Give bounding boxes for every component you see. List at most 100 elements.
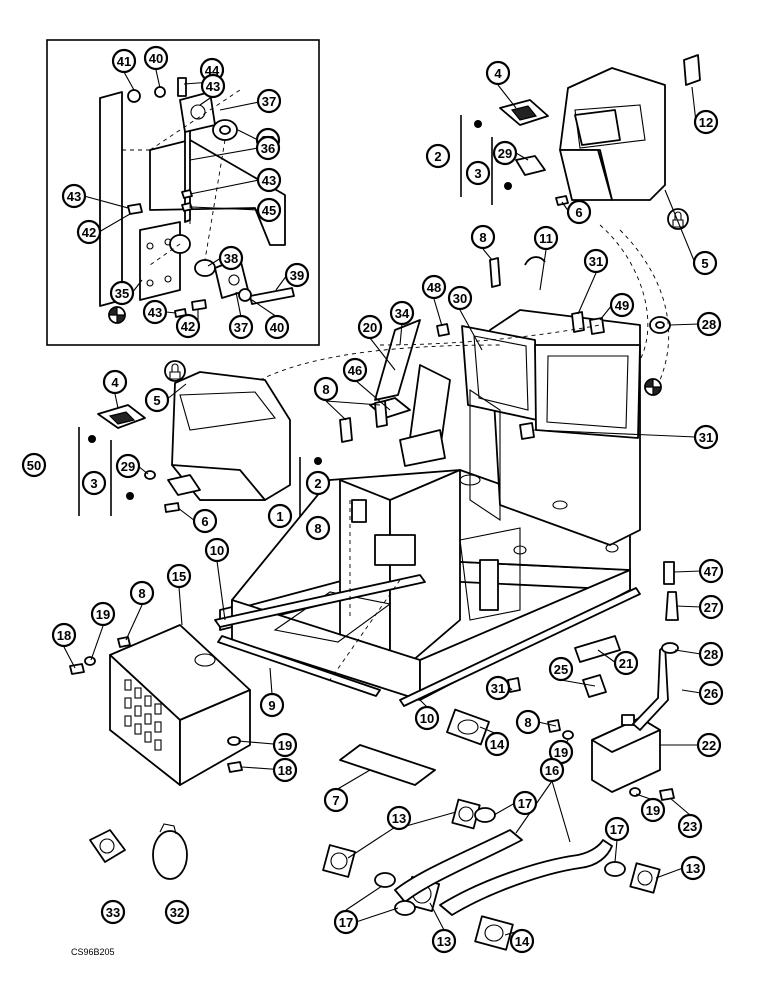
callout-circle	[421, 274, 447, 300]
callout-number: 45	[262, 203, 276, 218]
callout-number: 43	[148, 305, 162, 320]
callout-circle	[698, 641, 724, 667]
callout-circle	[696, 732, 722, 758]
callout-36: 36	[255, 135, 281, 161]
callout-circle	[414, 705, 440, 731]
callout-number: 31	[589, 254, 603, 269]
inset-bracket-assembly	[99, 77, 295, 318]
callout-circle	[264, 314, 290, 340]
inset-detail-frame	[46, 39, 320, 346]
callout-circle	[693, 424, 719, 450]
callout-circle	[333, 909, 359, 935]
callout-43: 43	[200, 73, 226, 99]
callout-number: 49	[615, 298, 629, 313]
callout-number: 7	[332, 793, 339, 808]
callout-circle	[696, 311, 722, 337]
callout-circle	[509, 928, 535, 954]
callout-25: 25	[548, 656, 574, 682]
callout-37: 37	[256, 88, 282, 114]
callout-circle	[272, 757, 298, 783]
callout-circle	[470, 224, 496, 250]
callout-circle	[21, 452, 47, 478]
callout-18: 18	[51, 622, 77, 648]
callout-number: 3	[474, 166, 481, 181]
callout-40: 40	[143, 45, 169, 71]
callout-40: 40	[264, 314, 290, 340]
callout-22: 22	[696, 732, 722, 758]
callout-circle	[51, 622, 77, 648]
callout-number: 41	[117, 54, 131, 69]
callout-circle	[144, 387, 170, 413]
callout-circle	[256, 167, 282, 193]
callout-17: 17	[604, 816, 630, 842]
callout-21: 21	[613, 650, 639, 676]
callout-circle	[609, 292, 635, 318]
callout-number: 12	[699, 115, 713, 130]
callout-circle	[111, 48, 137, 74]
callout-31: 31	[693, 424, 719, 450]
callout-circle	[386, 805, 412, 831]
callout-7: 7	[323, 787, 349, 813]
lock-icon-5-left	[164, 360, 186, 382]
callout-circle	[698, 558, 724, 584]
callout-number: 9	[268, 698, 275, 713]
callout-number: 29	[498, 146, 512, 161]
callout-circle	[256, 88, 282, 114]
callout-circle	[256, 197, 282, 223]
callout-number: 18	[57, 628, 71, 643]
left-console-cover	[88, 371, 322, 513]
callout-circle	[284, 262, 310, 288]
callout-circle	[698, 594, 724, 620]
callout-circle	[259, 692, 285, 718]
callout-circle	[698, 680, 724, 706]
callout-8: 8	[305, 515, 331, 541]
callout-circle	[692, 250, 718, 276]
callout-number: 15	[172, 569, 186, 584]
callout-number: 17	[610, 822, 624, 837]
callout-number: 43	[67, 189, 81, 204]
callout-39: 39	[284, 262, 310, 288]
callout-circle	[613, 650, 639, 676]
callout-number: 39	[290, 268, 304, 283]
callout-number: 32	[170, 905, 184, 920]
callout-number: 17	[339, 915, 353, 930]
callout-circle	[425, 143, 451, 169]
callout-number: 2	[434, 149, 441, 164]
callout-circle	[583, 248, 609, 274]
callout-number: 27	[704, 600, 718, 615]
grommets	[322, 708, 661, 951]
callout-41: 41	[111, 48, 137, 74]
callout-circle	[218, 245, 244, 271]
callout-number: 13	[392, 811, 406, 826]
callout-8: 8	[313, 376, 339, 402]
steering-column-parts	[369, 319, 451, 467]
callout-number: 8	[524, 715, 531, 730]
callout-number: 28	[702, 317, 716, 332]
routing-lines	[259, 224, 670, 681]
callout-circle	[342, 357, 368, 383]
loose-parts-32-33	[89, 823, 188, 880]
callout-2: 2	[305, 470, 331, 496]
callout-15: 15	[166, 563, 192, 589]
lock-icon-5-top	[667, 208, 689, 230]
callout-8: 8	[129, 580, 155, 606]
callout-circle	[389, 300, 415, 326]
callout-circle	[305, 470, 331, 496]
callout-4: 4	[485, 60, 511, 86]
callout-number: 4	[111, 375, 119, 390]
callout-31: 31	[485, 675, 511, 701]
callout-number: 31	[699, 430, 713, 445]
callout-8: 8	[470, 224, 496, 250]
callout-6: 6	[192, 508, 218, 534]
callout-number: 3	[90, 476, 97, 491]
callout-number: 40	[270, 320, 284, 335]
callout-number: 19	[554, 745, 568, 760]
callout-circle	[566, 199, 592, 225]
callout-circle	[204, 537, 230, 563]
callout-32: 32	[164, 899, 190, 925]
callout-number: 8	[322, 382, 329, 397]
callout-circle	[272, 732, 298, 758]
callout-49: 49	[609, 292, 635, 318]
callout-20: 20	[357, 314, 383, 340]
